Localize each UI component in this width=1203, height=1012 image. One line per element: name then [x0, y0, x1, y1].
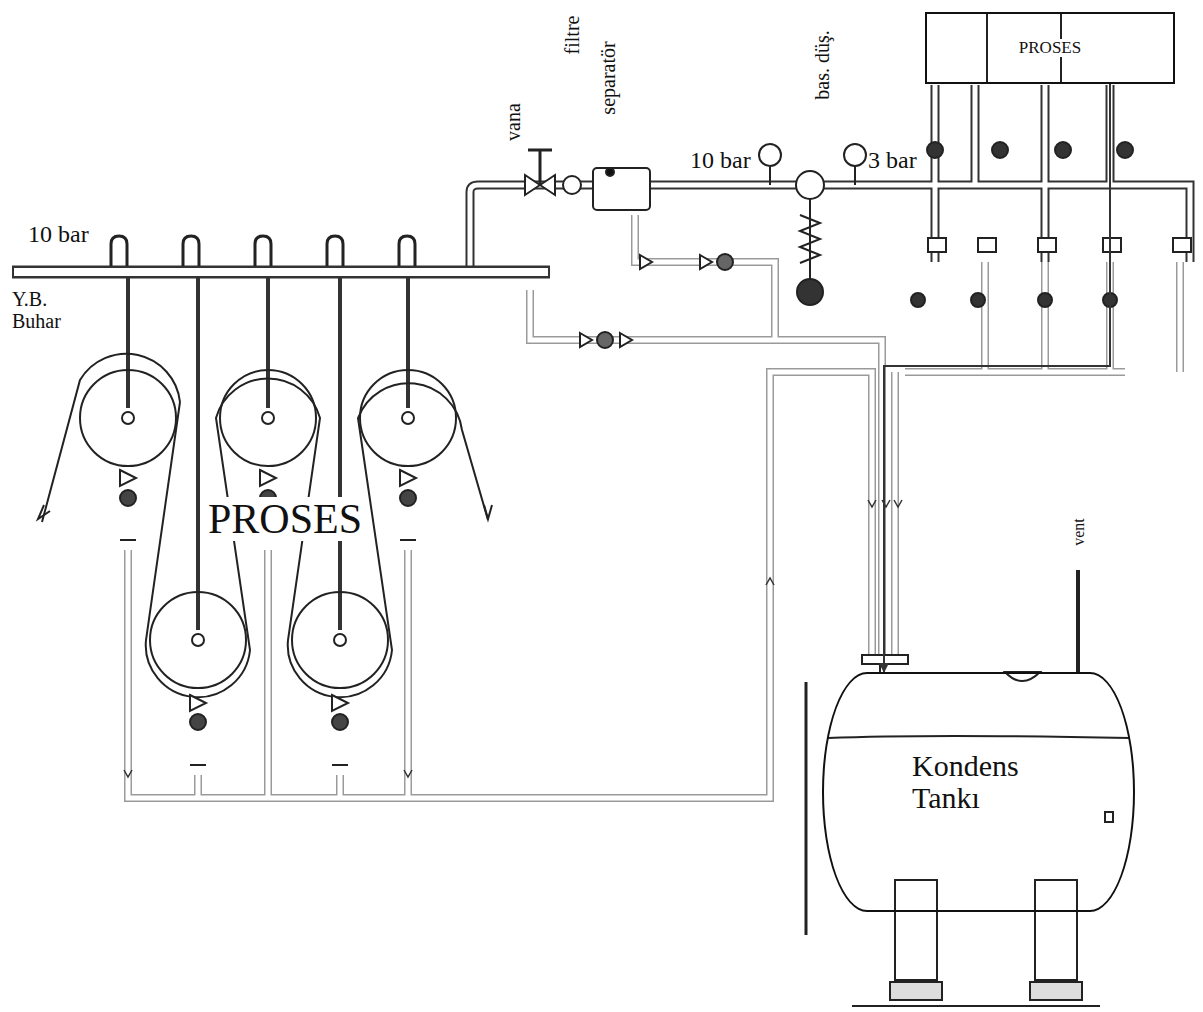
pressure-label: 10 bar [28, 222, 89, 247]
pressure-label: Y.B. Buhar [12, 288, 72, 332]
component-label: bas. düş. [812, 30, 833, 99]
valve-station [525, 144, 866, 348]
expansion-loops [111, 236, 415, 266]
condensate-pipes [128, 215, 1180, 798]
drum-traps [120, 412, 416, 765]
condensate-connector [884, 84, 1110, 672]
process-box: PROSES [925, 12, 1175, 84]
node-text: Kondens Tankı [912, 750, 1062, 813]
component-label: separatör [598, 41, 619, 114]
flow-arrows [124, 500, 902, 777]
condensate-tank-parts [806, 570, 1130, 1006]
node-text: PROSES [1017, 39, 1083, 57]
process-traps [911, 142, 1191, 307]
pressure-label: 10 bar [690, 148, 751, 173]
component-label: filtre [562, 16, 583, 55]
pressure-label: 3 bar [868, 148, 917, 173]
condensate-tank: Kondens Tankı [822, 672, 1135, 912]
component-label: vana [503, 103, 524, 141]
drying-drums [38, 354, 492, 697]
component-label: vent [1071, 518, 1088, 546]
process-label: PROSES [205, 497, 365, 541]
drum-feed-lines [128, 278, 408, 630]
